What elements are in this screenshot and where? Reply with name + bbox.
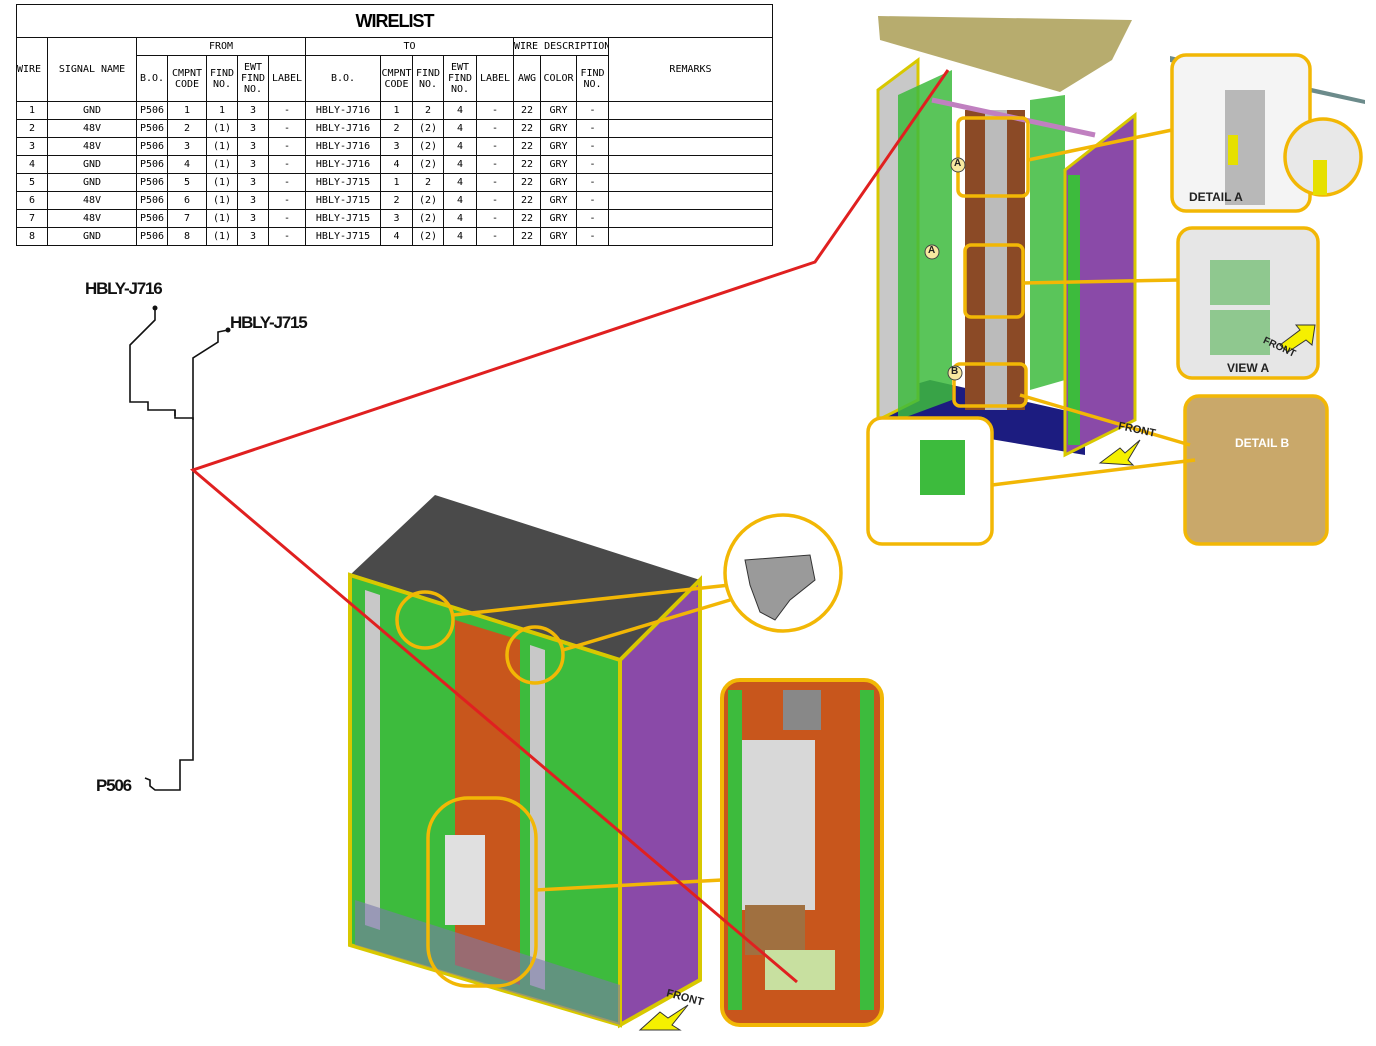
- wirelist-title: WIRELIST: [16, 4, 773, 38]
- view-a-board-bottom: [1210, 310, 1270, 355]
- illustration-shape: [1183, 394, 1329, 546]
- illustration-shape: [728, 690, 742, 1010]
- cell-signal-name: GND: [47, 227, 137, 246]
- header-awg: AWG: [513, 55, 541, 102]
- illustration-shape: [562, 598, 731, 652]
- marker-b: B: [951, 366, 959, 377]
- connector-label-p506: P506: [96, 776, 132, 795]
- detail-a-zoom-fitting: [1313, 160, 1327, 195]
- illustration-shape: [530, 645, 545, 990]
- cell-wire-no: 8: [16, 227, 48, 246]
- swivel-fitting-icon: [744, 554, 816, 621]
- marker-a-top-icon: [950, 157, 966, 173]
- illustration-shape: [355, 900, 620, 1025]
- illustration-shape: [395, 590, 455, 650]
- illustration-shape: [956, 116, 1030, 198]
- illustration-shape: [1063, 111, 1137, 458]
- marker-a-mid-icon: [924, 244, 940, 260]
- header-wd-find-no: FIND NO.: [576, 55, 609, 102]
- cell-remarks: [608, 227, 773, 246]
- marker-a-top: A: [954, 158, 962, 169]
- illustration-shape: [765, 950, 835, 990]
- view-a-label: VIEW A: [1227, 361, 1270, 375]
- illustration-shape: [952, 362, 1028, 408]
- illustration-shape: [505, 625, 565, 685]
- cabinet-top: [350, 495, 700, 660]
- wirelist-table: WIRELIST WIRE NO. SIGNAL NAME FROM TO WI…: [16, 4, 773, 246]
- connector-j716-pin-icon: [152, 305, 158, 311]
- header-from-ewt-find-no: EWT FIND NO.: [237, 55, 269, 102]
- detail-a-label: DETAIL A: [1189, 190, 1243, 204]
- illustration-shape: [1030, 95, 1065, 390]
- harness-schematic: [129, 310, 229, 791]
- illustration-shape: [985, 110, 1007, 410]
- illustration-shape: [426, 796, 538, 988]
- detail-bottom-boards: [920, 440, 965, 495]
- illustration-shape: [445, 835, 485, 925]
- illustration-shape: [740, 740, 815, 910]
- assembled-cabinet-view: [348, 495, 884, 1029]
- illustration-shape: [1022, 278, 1179, 285]
- connector-label-j715: HBLY-J715: [230, 313, 308, 332]
- illustration-shape: [860, 690, 874, 1010]
- illustration-shape: [991, 458, 1196, 487]
- illustration-shape: [129, 310, 194, 791]
- illustration-shape: [963, 243, 1025, 319]
- detail-b-label: DETAIL B: [1235, 436, 1290, 450]
- header-wire-no: WIRE NO.: [16, 37, 48, 102]
- illustration-shape: [455, 620, 520, 985]
- illustration-shape: [618, 575, 702, 1029]
- illustration-shape: [365, 590, 380, 930]
- illustration-shape: [783, 690, 821, 730]
- connector-label-j716: HBLY-J716: [85, 279, 163, 298]
- header-color: COLOR: [540, 55, 577, 102]
- header-to-label: LABEL: [476, 55, 514, 102]
- illustration-shape: [898, 70, 952, 420]
- cell-color: GRY: [540, 227, 577, 246]
- leader-lines: [189, 69, 950, 984]
- connector-j715-pin-icon: [225, 327, 231, 333]
- cell-wd-find-no: -: [576, 227, 609, 246]
- top-cover: [878, 16, 1132, 92]
- illustration-shape: [1019, 393, 1191, 447]
- header-to-bo: B.O.: [305, 55, 381, 102]
- illustration-shape: [1068, 175, 1080, 445]
- header-from-cmpnt-code: CMPNT CODE: [167, 55, 207, 102]
- illustration-shape: [452, 583, 731, 617]
- marker-a-mid: A: [928, 245, 936, 256]
- view-a-board-top: [1210, 260, 1270, 305]
- illustration-shape: [1027, 128, 1173, 162]
- illustration-shape: [535, 878, 723, 892]
- illustration-shape: [192, 329, 229, 420]
- illustration-shape: [189, 69, 950, 984]
- front-arrow-icon-bottom: [638, 1004, 689, 1031]
- detail-a-fitting: [1228, 135, 1238, 165]
- marker-b-icon: [947, 365, 963, 381]
- view-a-front-arrow-icon: [1279, 324, 1316, 353]
- front-arrow-icon: [1098, 439, 1141, 466]
- header-from-find-no: FIND NO.: [206, 55, 238, 102]
